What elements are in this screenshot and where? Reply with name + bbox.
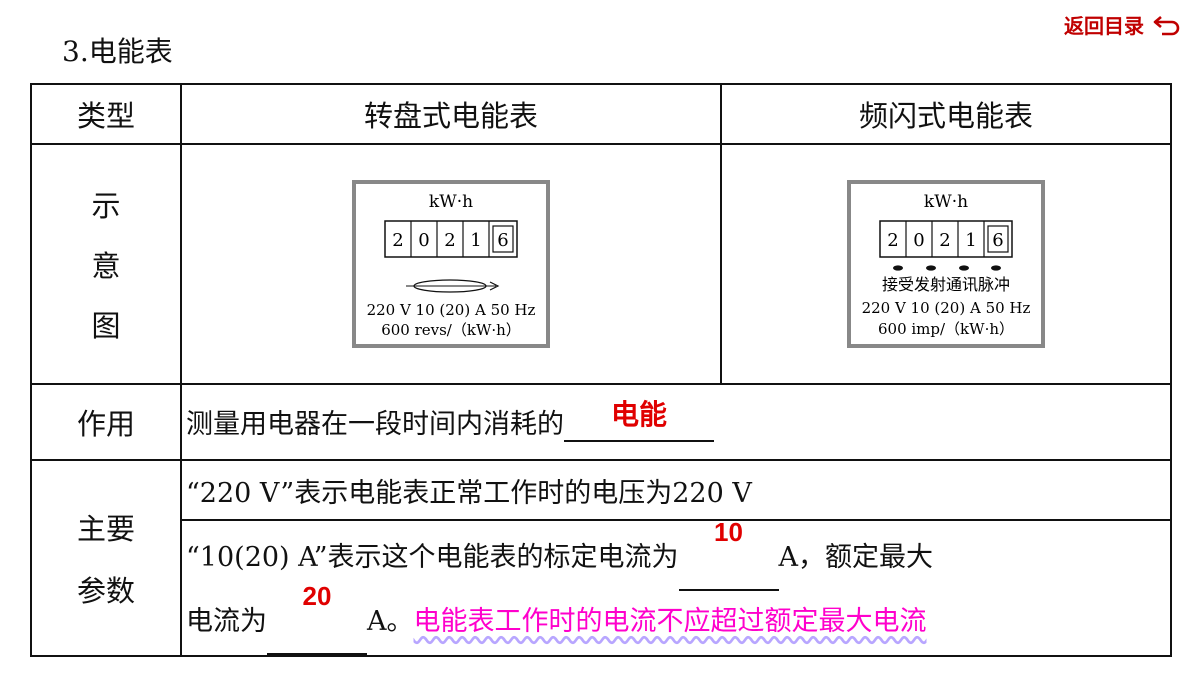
- current-note: 电能表工作时的电流不应超过额定最大电流: [413, 606, 927, 637]
- electric-meter-table: 类型 转盘式电能表 频闪式电能表 示 意 图 kW·h 2: [30, 83, 1172, 657]
- header-row: 类型 转盘式电能表 频闪式电能表: [30, 83, 1172, 145]
- function-answer: 电能: [610, 399, 667, 430]
- current-text-a: 表示这个电能表的标定电流为: [327, 542, 679, 573]
- flash-meter-cell: kW·h 2 0 2 1 6 接受发射通讯脉冲 220: [720, 143, 1172, 385]
- diagram-row: 示 意 图 kW·h 2 0 2 1 6: [30, 143, 1172, 385]
- meter-digit: 6: [497, 230, 508, 251]
- param-current-content: “10(20) A”表示这个电能表的标定电流为 10 A，额定最大 电流为 20 A…: [180, 517, 1172, 657]
- function-label: 作用: [30, 383, 182, 461]
- page-heading: 3.电能表: [62, 35, 173, 68]
- meter-digit: 2: [939, 230, 950, 251]
- param-row-current: “10(20) A”表示这个电能表的标定电流为 10 A，额定最大 电流为 20 A…: [31, 517, 1172, 657]
- max-current-answer: 20: [302, 581, 332, 611]
- current-text-b: A，额定最大: [778, 542, 934, 573]
- flash-meter-constant: 600 imp/（kW·h）: [878, 320, 1014, 338]
- current-quote: “10(20) A”: [186, 542, 328, 573]
- flash-meter-diagram: kW·h 2 0 2 1 6 接受发射通讯脉冲 220: [847, 180, 1045, 348]
- diagram-label-char: 意: [91, 249, 121, 283]
- param-row-voltage: 主要 参数 “220 V”表示电能表正常工作时的电压为220 V: [30, 459, 1172, 657]
- params-label-line: 参数: [76, 574, 135, 608]
- rotary-meter-constant: 600 revs/（kW·h）: [381, 321, 521, 339]
- header-type: 类型: [30, 83, 182, 145]
- diagram-label-char: 图: [91, 309, 121, 343]
- voltage-quote: “220 V”: [186, 477, 295, 509]
- rotary-meter-cell: kW·h 2 0 2 1 6 220 V 10 (20) A 50 Hz 6: [180, 143, 722, 385]
- back-link-label: 返回目录: [1064, 14, 1144, 38]
- rotary-meter-spec: 220 V 10 (20) A 50 Hz: [367, 301, 536, 319]
- rotary-meter-diagram: kW·h 2 0 2 1 6 220 V 10 (20) A 50 Hz 6: [352, 180, 550, 348]
- meter-digit: 2: [392, 230, 403, 251]
- flash-meter-pulse-label: 接受发射通讯脉冲: [882, 275, 1010, 294]
- function-content: 测量用电器在一段时间内消耗的 电能: [180, 383, 1172, 461]
- function-text: 测量用电器在一段时间内消耗的: [186, 409, 564, 440]
- meter-digit: 1: [470, 230, 481, 251]
- indicator-lights-icon: [893, 265, 1001, 271]
- current-text-d: A。: [367, 606, 414, 637]
- voltage-value: 220 V: [672, 477, 752, 509]
- meter-digit: 0: [418, 230, 429, 251]
- function-blank: 电能: [564, 399, 714, 442]
- params-label: 主要 参数: [30, 459, 182, 657]
- rotary-meter-unit: kW·h: [429, 192, 473, 212]
- rated-current-blank: 10: [678, 517, 779, 591]
- meter-digit: 1: [965, 230, 976, 251]
- voltage-text: 表示电能表正常工作时的电压为: [294, 477, 673, 509]
- meter-digit: 0: [913, 230, 924, 251]
- rotating-disc-icon: [406, 279, 500, 293]
- header-rotary-meter: 转盘式电能表: [180, 83, 722, 145]
- function-row: 作用 测量用电器在一段时间内消耗的 电能: [30, 383, 1172, 461]
- rated-current-answer: 10: [714, 517, 743, 547]
- return-arrow-icon: [1153, 15, 1180, 35]
- current-text-c: 电流为: [186, 606, 267, 637]
- params-label-line: 主要: [76, 512, 135, 546]
- diagram-label-char: 示: [91, 189, 121, 223]
- header-flash-meter: 频闪式电能表: [720, 83, 1172, 145]
- meter-digit: 2: [444, 230, 455, 251]
- meter-digit: 2: [887, 230, 898, 251]
- diagram-label: 示 意 图: [30, 143, 182, 385]
- back-to-contents-link[interactable]: 返回目录: [1064, 10, 1182, 39]
- meter-digit: 6: [992, 230, 1003, 251]
- param-voltage-content: “220 V”表示电能表正常工作时的电压为220 V: [180, 459, 1172, 521]
- max-current-blank: 20: [267, 581, 367, 655]
- flash-meter-spec: 220 V 10 (20) A 50 Hz: [862, 299, 1031, 317]
- flash-meter-unit: kW·h: [924, 192, 968, 212]
